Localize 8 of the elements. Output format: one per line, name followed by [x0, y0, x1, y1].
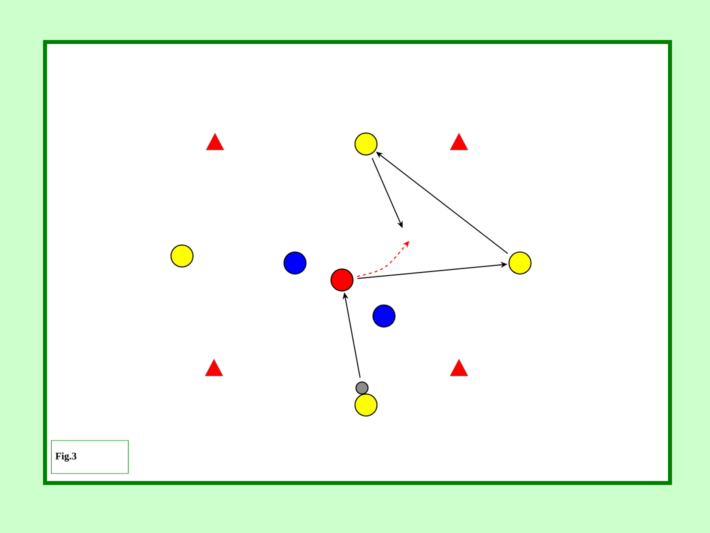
player-circle — [354, 132, 378, 156]
player-circle — [170, 244, 194, 268]
player-circle — [330, 268, 354, 292]
player-circle — [372, 304, 396, 328]
figure-label: Fig.3 — [51, 440, 129, 474]
player-circle — [508, 252, 532, 274]
player-circle — [284, 252, 306, 274]
player-circle — [354, 394, 378, 416]
